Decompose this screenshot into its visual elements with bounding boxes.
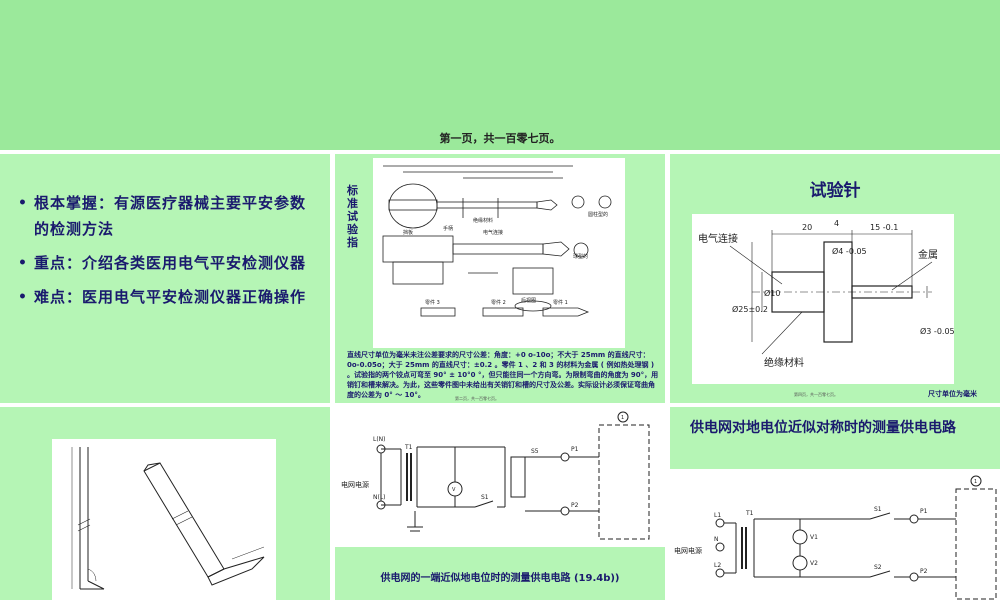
vertical-title: 标准试验指 bbox=[347, 184, 358, 249]
slide-footer: 第二页，共一百零七页。 bbox=[455, 396, 499, 401]
dim-thickness-4: 4 bbox=[834, 219, 839, 228]
label-neutral-live: N(L) bbox=[373, 494, 386, 501]
label-v2: V2 bbox=[810, 560, 818, 567]
label-p1: P1 bbox=[571, 446, 579, 453]
label-electrical-connection: 电气连接 bbox=[698, 232, 738, 245]
circuit-one-side-drawing: 电网电源 L(N) N(L) T1 S1 S5 V P1 P2 1 bbox=[335, 407, 665, 547]
label-ref-1: 1 bbox=[974, 479, 977, 485]
label-v1: V1 bbox=[810, 534, 818, 541]
dim-diameter-4: Ø4 -0.05 bbox=[832, 246, 867, 256]
objectives-list: 根本掌握：有源医疗器械主要平安参数的检测方法 重点：介绍各类医用电气平安检测仪器… bbox=[18, 190, 318, 318]
label-metal: 金属 bbox=[918, 248, 938, 261]
label-insulation: 绝缘材料 bbox=[764, 356, 804, 369]
label-insulation: 绝缘材料 bbox=[473, 217, 493, 224]
label-mains-source: 电网电源 bbox=[341, 480, 369, 489]
label-ref-1: 1 bbox=[621, 415, 624, 421]
title-banner: 第一页，共一百零七页。 bbox=[0, 0, 1000, 150]
label-p1: P1 bbox=[920, 508, 928, 515]
label-switch-s5: S5 bbox=[531, 448, 539, 455]
dim-diameter-3: Ø3 -0.05 bbox=[920, 326, 954, 336]
test-finger-notes: 直线尺寸单位为毫米未注公差要求的尺寸公差：角度：+0 o-10o；不大于 25m… bbox=[347, 351, 659, 399]
label-switch-s1: S1 bbox=[481, 494, 489, 501]
label-switch-s1: S1 bbox=[874, 506, 882, 513]
slide-thumbnail-bent-probe[interactable] bbox=[0, 407, 330, 600]
label-transformer-t1: T1 bbox=[404, 444, 413, 451]
slide-thumbnail-test-finger[interactable]: 标准试验指 bbox=[335, 154, 665, 403]
dim-diameter-10: Ø10 bbox=[764, 288, 780, 298]
label-switch-s2: S2 bbox=[874, 564, 882, 571]
label-voltmeter: V bbox=[452, 487, 456, 493]
objective-key-point: 重点：介绍各类医用电气平安检测仪器 bbox=[18, 250, 318, 276]
slide-title: 试验针 bbox=[809, 181, 861, 201]
test-finger-drawing: 手柄 挡板 绝缘材料 电气连接 球型的 圆柱型的 后视图 零件 3 零件 2 零… bbox=[373, 158, 625, 348]
label-part-2: 零件 2 bbox=[491, 299, 506, 306]
bent-probe-svg bbox=[71, 447, 265, 590]
bent-probe-drawing bbox=[52, 439, 276, 600]
test-pin-svg: 20 4 15 -0.1 Ø25±0.2 Ø10 Ø3 -0.05 Ø4 -0.… bbox=[698, 219, 955, 369]
label-p2: P2 bbox=[920, 568, 928, 575]
label-transformer-t1: T1 bbox=[745, 510, 754, 517]
label-n: N bbox=[714, 536, 719, 543]
dim-length-15: 15 -0.1 bbox=[870, 223, 898, 232]
page-counter-caption: 第一页，共一百零七页。 bbox=[439, 132, 561, 145]
test-finger-svg: 手柄 挡板 绝缘材料 电气连接 球型的 圆柱型的 后视图 零件 3 零件 2 零… bbox=[382, 165, 612, 317]
label-baffle: 挡板 bbox=[403, 229, 413, 236]
circuit-symmetric-drawing: 电网电源 L1 N L2 T1 S1 S2 V1 V2 P1 P2 1 bbox=[670, 469, 1000, 600]
slide-footer: 第四页，共一百零七页。 bbox=[794, 392, 838, 397]
label-cylindrical: 圆柱型的 bbox=[588, 211, 608, 218]
slide-thumbnail-circuit-one-side[interactable]: 电网电源 L(N) N(L) T1 S1 S5 V P1 P2 1 供电网的一端… bbox=[335, 407, 665, 600]
dim-diameter-25: Ø25±0.2 bbox=[732, 304, 768, 314]
circuit-one-side-svg: 电网电源 L(N) N(L) T1 S1 S5 V P1 P2 1 bbox=[341, 411, 650, 540]
label-mains-source: 电网电源 bbox=[674, 546, 702, 555]
objective-basic: 根本掌握：有源医疗器械主要平安参数的检测方法 bbox=[18, 190, 318, 242]
label-part-3: 零件 3 bbox=[425, 299, 440, 306]
dim-length-20: 20 bbox=[802, 223, 812, 232]
objective-difficulty: 难点：医用电气平安检测仪器正确操作 bbox=[18, 284, 318, 310]
label-spherical: 球型的 bbox=[573, 253, 588, 260]
slide-thumbnail-objectives[interactable]: 根本掌握：有源医疗器械主要平安参数的检测方法 重点：介绍各类医用电气平安检测仪器… bbox=[0, 154, 330, 403]
circuit-caption: 供电网的一端近似地电位时的测量供电电路 (19.4b)) bbox=[380, 573, 620, 584]
test-pin-drawing: 20 4 15 -0.1 Ø25±0.2 Ø10 Ø3 -0.05 Ø4 -0.… bbox=[692, 214, 955, 384]
unit-note: 尺寸单位为毫米 bbox=[928, 390, 977, 398]
label-handle: 手柄 bbox=[443, 225, 453, 232]
label-p2: P2 bbox=[571, 502, 579, 509]
circuit-symmetric-svg: 电网电源 L1 N L2 T1 S1 S2 V1 V2 P1 P2 1 bbox=[674, 475, 997, 600]
slide-thumbnail-test-pin[interactable]: 试验针 20 4 15 bbox=[670, 154, 1000, 403]
label-rear-view: 后视图 bbox=[521, 297, 536, 304]
label-part-1: 零件 1 bbox=[553, 299, 568, 306]
slide-title: 供电网对地电位近似对称时的测量供电电路 bbox=[690, 420, 956, 436]
label-l1: L1 bbox=[714, 512, 721, 519]
label-l2: L2 bbox=[714, 562, 721, 569]
slide-thumbnail-circuit-symmetric[interactable]: 供电网对地电位近似对称时的测量供电电路 bbox=[670, 407, 1000, 600]
label-electrical-connection: 电气连接 bbox=[483, 229, 503, 236]
label-live-neutral: L(N) bbox=[373, 436, 386, 443]
